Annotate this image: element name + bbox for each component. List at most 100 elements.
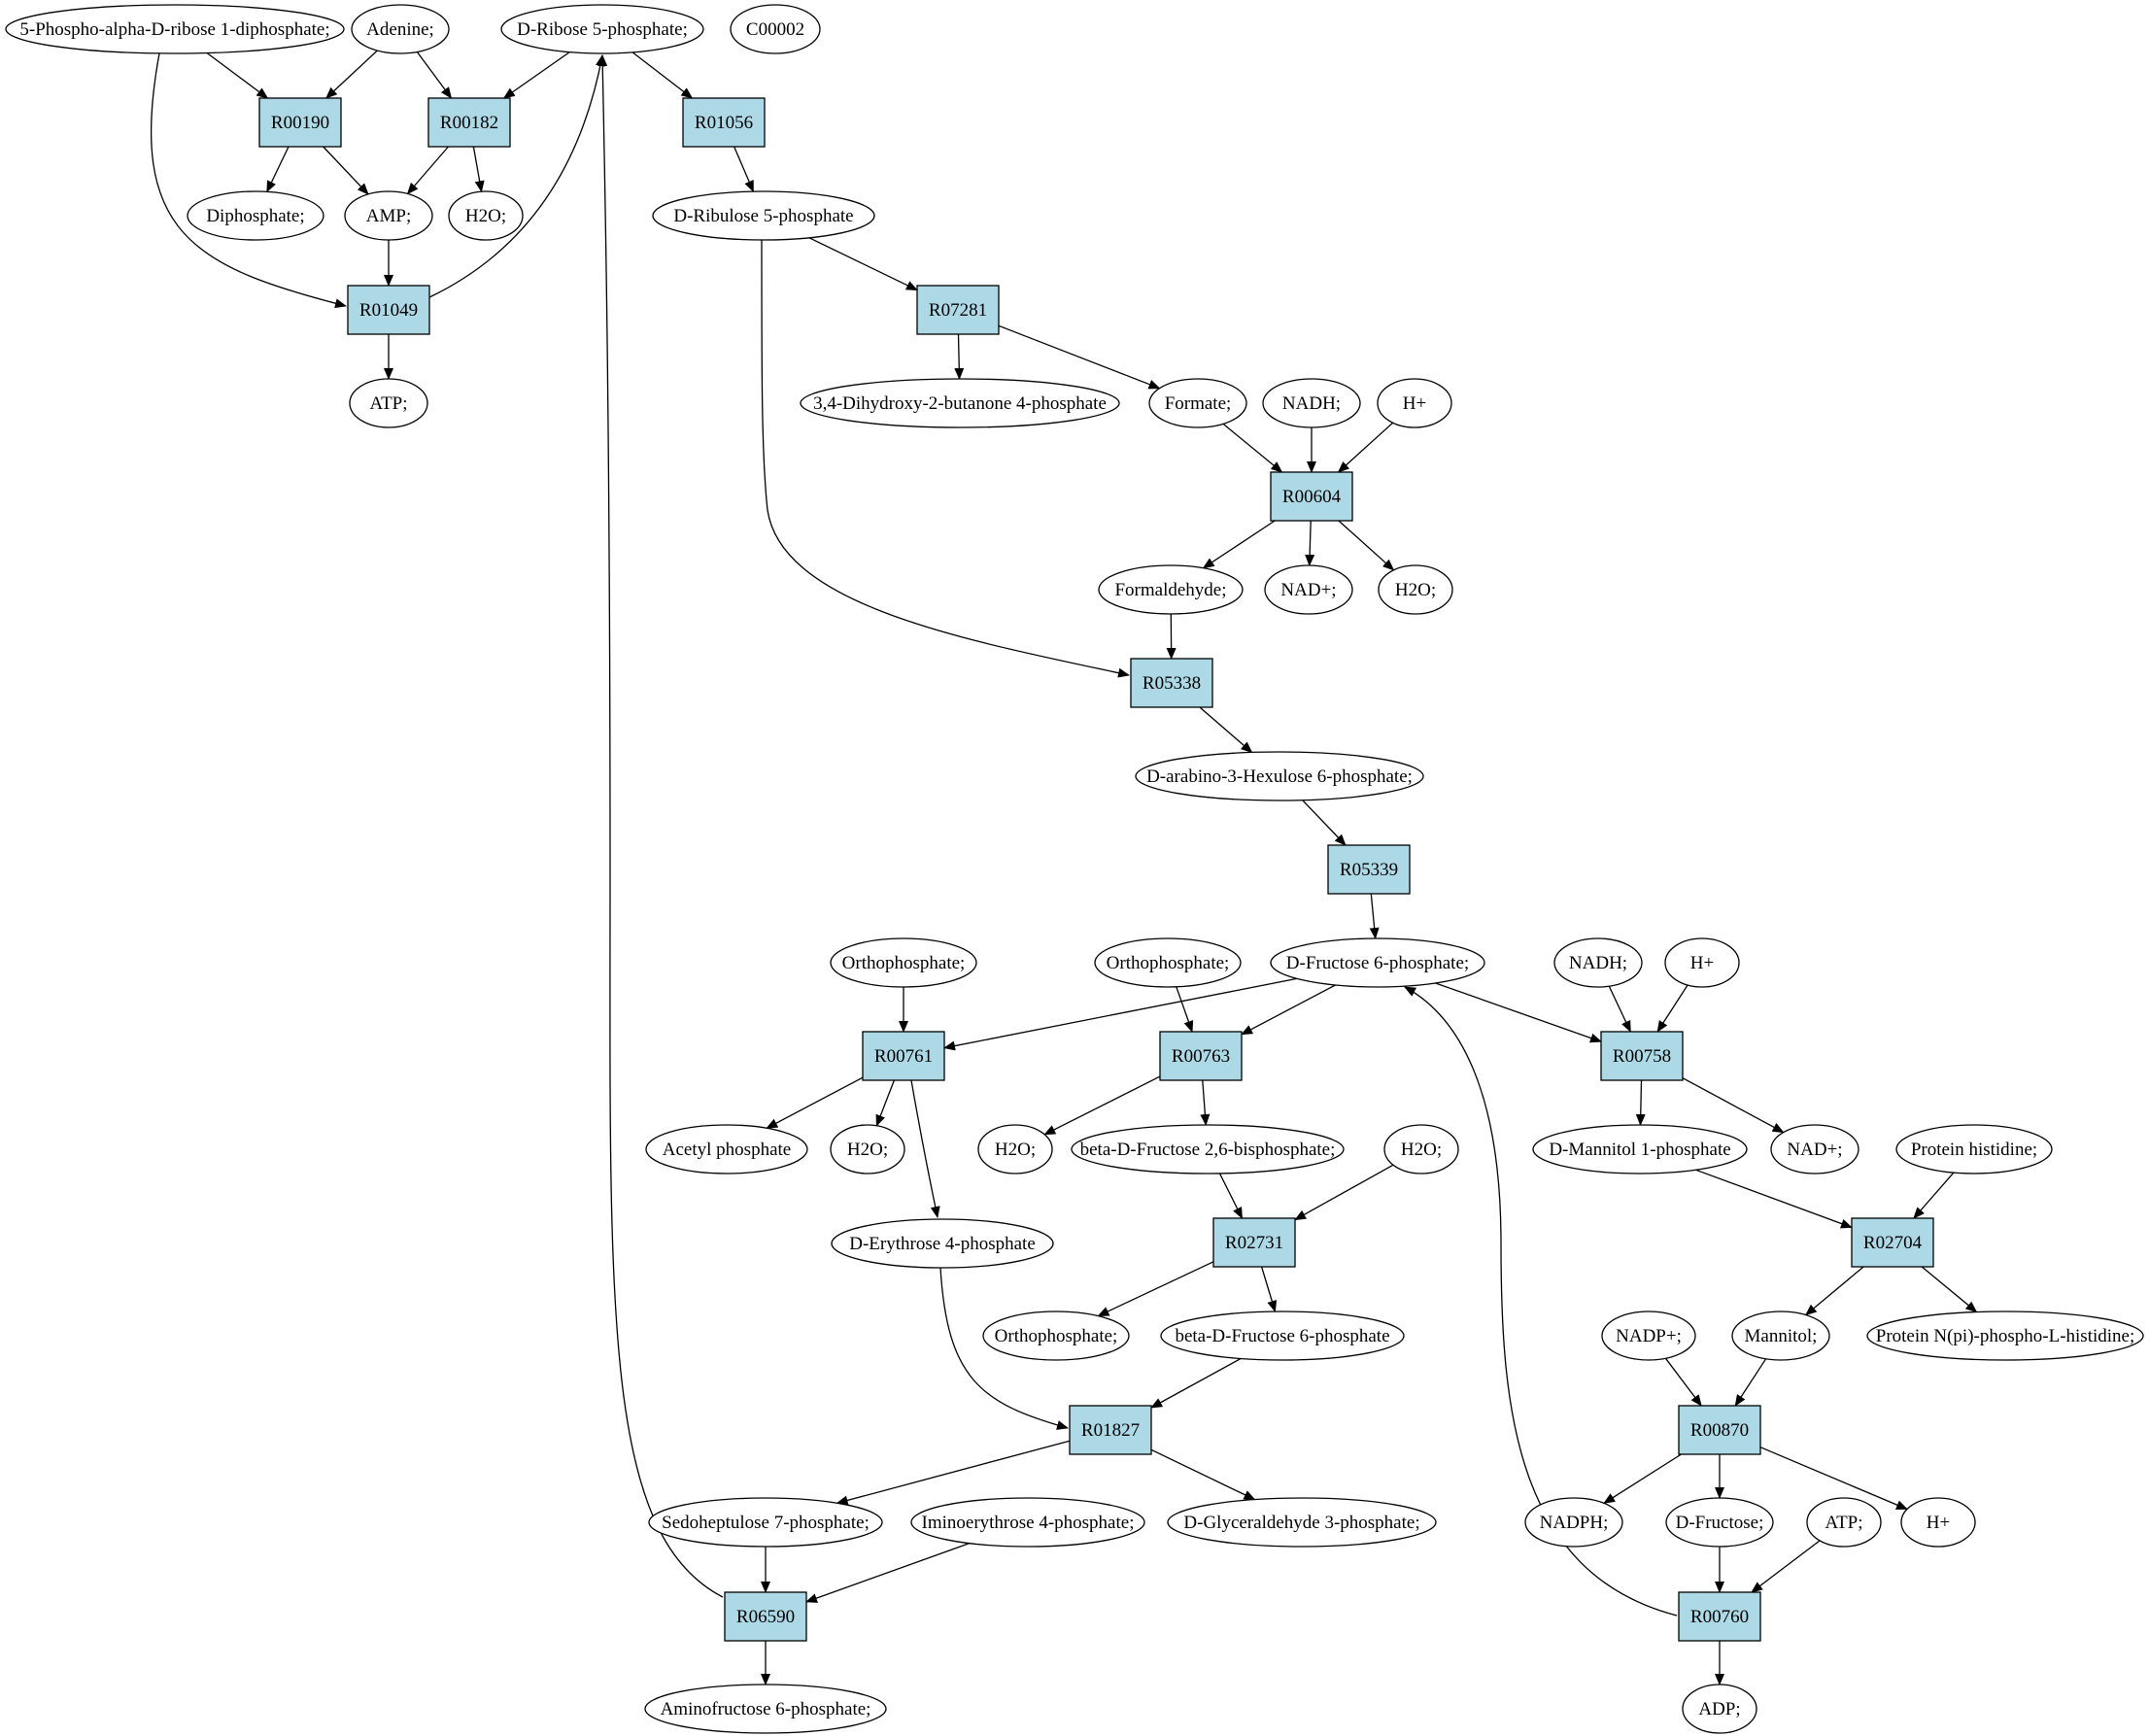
compound-node[interactable]: H2O;: [448, 190, 524, 241]
compound-ellipse[interactable]: [1262, 378, 1361, 428]
reaction-box[interactable]: [1069, 1405, 1152, 1455]
compound-ellipse[interactable]: [1071, 1124, 1345, 1174]
compound-node[interactable]: Sedoheptulose 7-phosphate;: [648, 1497, 883, 1548]
reaction-box[interactable]: [724, 1591, 807, 1642]
compound-node[interactable]: D-Ribulose 5-phosphate: [652, 190, 875, 241]
compound-ellipse[interactable]: [652, 190, 875, 241]
compound-ellipse[interactable]: [1601, 1311, 1696, 1361]
reaction-node[interactable]: R01056: [682, 97, 766, 148]
compound-node[interactable]: 5-Phospho-alpha-D-ribose 1-diphosphate;: [5, 4, 345, 54]
reaction-box[interactable]: [1159, 1031, 1243, 1081]
compound-node[interactable]: H+: [1377, 378, 1452, 428]
compound-ellipse[interactable]: [800, 378, 1120, 428]
compound-node[interactable]: Iminoerythrose 4-phosphate;: [910, 1497, 1145, 1548]
compound-node[interactable]: ATP;: [349, 378, 428, 428]
reaction-node[interactable]: R06590: [724, 1591, 807, 1642]
compound-node[interactable]: H2O;: [830, 1124, 905, 1174]
reaction-node[interactable]: R01827: [1069, 1405, 1152, 1455]
compound-node[interactable]: NADH;: [1262, 378, 1361, 428]
compound-ellipse[interactable]: [1098, 564, 1244, 615]
compound-ellipse[interactable]: [1377, 378, 1452, 428]
compound-ellipse[interactable]: [982, 1311, 1130, 1361]
compound-ellipse[interactable]: [977, 1124, 1053, 1174]
reaction-box[interactable]: [1270, 471, 1353, 522]
compound-ellipse[interactable]: [1160, 1311, 1405, 1361]
reaction-box[interactable]: [1130, 658, 1213, 708]
compound-ellipse[interactable]: [500, 4, 704, 54]
compound-ellipse[interactable]: [1148, 378, 1247, 428]
compound-node[interactable]: Formaldehyde;: [1098, 564, 1244, 615]
compound-ellipse[interactable]: [1806, 1497, 1882, 1548]
reaction-node[interactable]: R00190: [258, 97, 342, 148]
compound-node[interactable]: D-Glyceraldehyde 3-phosphate;: [1167, 1497, 1437, 1548]
compound-ellipse[interactable]: [1270, 937, 1485, 988]
compound-ellipse[interactable]: [1731, 1311, 1830, 1361]
compound-ellipse[interactable]: [910, 1497, 1145, 1548]
compound-ellipse[interactable]: [830, 1124, 905, 1174]
compound-node[interactable]: NAD+;: [1264, 564, 1353, 615]
compound-ellipse[interactable]: [1895, 1124, 2053, 1174]
reaction-box[interactable]: [1327, 844, 1411, 895]
compound-ellipse[interactable]: [1682, 1684, 1757, 1734]
compound-ellipse[interactable]: [1900, 1497, 1976, 1548]
compound-ellipse[interactable]: [830, 937, 977, 988]
reaction-box[interactable]: [258, 97, 342, 148]
compound-node[interactable]: beta-D-Fructose 6-phosphate: [1160, 1311, 1405, 1361]
reaction-box[interactable]: [1678, 1591, 1761, 1642]
compound-node[interactable]: D-Ribose 5-phosphate;: [500, 4, 704, 54]
reaction-node[interactable]: R02704: [1851, 1217, 1934, 1268]
reaction-node[interactable]: R00182: [427, 97, 511, 148]
compound-node[interactable]: Orthophosphate;: [982, 1311, 1130, 1361]
compound-node[interactable]: NADPH;: [1524, 1497, 1623, 1548]
reaction-box[interactable]: [1212, 1217, 1296, 1268]
reaction-node[interactable]: R00760: [1678, 1591, 1761, 1642]
compound-node[interactable]: Protein N(pi)-phospho-L-histidine;: [1866, 1311, 2144, 1361]
compound-node[interactable]: NADH;: [1553, 937, 1643, 988]
compound-node[interactable]: ADP;: [1682, 1684, 1757, 1734]
compound-node[interactable]: Orthophosphate;: [1094, 937, 1242, 988]
compound-ellipse[interactable]: [644, 1684, 887, 1734]
compound-ellipse[interactable]: [645, 1124, 808, 1174]
compound-node[interactable]: Acetyl phosphate: [645, 1124, 808, 1174]
reaction-node[interactable]: R00604: [1270, 471, 1353, 522]
reaction-box[interactable]: [1851, 1217, 1934, 1268]
reaction-box[interactable]: [682, 97, 766, 148]
compound-ellipse[interactable]: [1553, 937, 1643, 988]
compound-ellipse[interactable]: [351, 4, 450, 54]
reaction-box[interactable]: [862, 1031, 945, 1081]
reaction-node[interactable]: R00761: [862, 1031, 945, 1081]
compound-ellipse[interactable]: [1264, 564, 1353, 615]
compound-ellipse[interactable]: [1167, 1497, 1437, 1548]
compound-node[interactable]: Adenine;: [351, 4, 450, 54]
compound-node[interactable]: C00002: [730, 4, 821, 54]
compound-node[interactable]: beta-D-Fructose 2,6-bisphosphate;: [1071, 1124, 1345, 1174]
compound-node[interactable]: NADP+;: [1601, 1311, 1696, 1361]
compound-ellipse[interactable]: [730, 4, 821, 54]
compound-ellipse[interactable]: [344, 190, 433, 241]
compound-node[interactable]: Diphosphate;: [187, 190, 324, 241]
compound-node[interactable]: D-arabino-3-Hexulose 6-phosphate;: [1135, 751, 1424, 801]
compound-node[interactable]: 3,4-Dihydroxy-2-butanone 4-phosphate: [800, 378, 1120, 428]
compound-node[interactable]: ATP;: [1806, 1497, 1882, 1548]
compound-node[interactable]: D-Mannitol 1-phosphate: [1532, 1124, 1748, 1174]
compound-node[interactable]: H2O;: [977, 1124, 1053, 1174]
reaction-box[interactable]: [347, 285, 430, 335]
compound-node[interactable]: D-Erythrose 4-phosphate: [831, 1218, 1054, 1269]
reaction-node[interactable]: R01049: [347, 285, 430, 335]
compound-ellipse[interactable]: [187, 190, 324, 241]
compound-ellipse[interactable]: [1532, 1124, 1748, 1174]
compound-node[interactable]: H+: [1900, 1497, 1976, 1548]
reaction-node[interactable]: R00870: [1678, 1405, 1761, 1455]
compound-ellipse[interactable]: [5, 4, 345, 54]
reaction-box[interactable]: [1600, 1031, 1684, 1081]
reaction-node[interactable]: R00758: [1600, 1031, 1684, 1081]
compound-node[interactable]: D-Fructose;: [1665, 1497, 1774, 1548]
compound-ellipse[interactable]: [349, 378, 428, 428]
compound-ellipse[interactable]: [648, 1497, 883, 1548]
compound-node[interactable]: D-Fructose 6-phosphate;: [1270, 937, 1485, 988]
compound-ellipse[interactable]: [1665, 1497, 1774, 1548]
compound-node[interactable]: NAD+;: [1770, 1124, 1859, 1174]
reaction-box[interactable]: [916, 285, 1000, 335]
compound-node[interactable]: Aminofructose 6-phosphate;: [644, 1684, 887, 1734]
compound-ellipse[interactable]: [1135, 751, 1424, 801]
